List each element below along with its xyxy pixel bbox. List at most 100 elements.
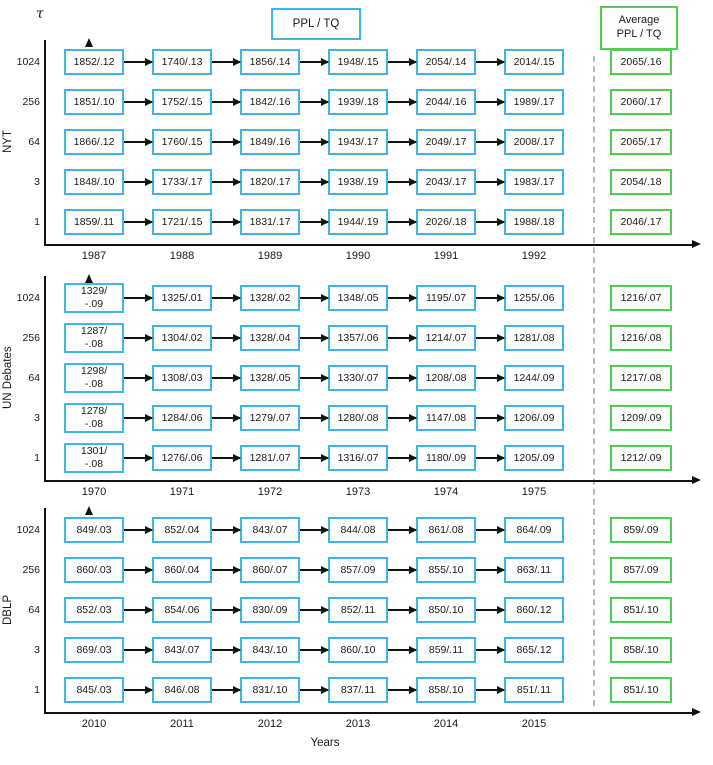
y-axis-line xyxy=(44,274,93,482)
cell: 857/.09 xyxy=(300,557,388,583)
row-cells: 1287/ -.08 1304/.02 1328/.04 1357/.06 12… xyxy=(64,323,564,353)
cell: 1298/ -.08 xyxy=(64,363,124,393)
ppl-tq-value-box: 860/.07 xyxy=(240,557,300,583)
ppl-tq-value-box: 849/.03 xyxy=(64,517,124,543)
ppl-tq-value-box: 1244/.09 xyxy=(504,365,564,391)
tau-tick-label: 3 xyxy=(34,412,40,424)
flow-arrow-icon xyxy=(124,686,153,694)
ppl-tq-value-box: 1856/.14 xyxy=(240,49,300,75)
ppl-tq-value-box: 1279/.07 xyxy=(240,405,300,431)
flow-arrow-icon xyxy=(124,526,153,534)
ppl-tq-value-box: 860/.04 xyxy=(152,557,212,583)
y-axis-line xyxy=(44,506,93,714)
flow-arrow-icon xyxy=(212,218,241,226)
flow-arrow-icon xyxy=(388,686,417,694)
flow-arrow-icon xyxy=(388,606,417,614)
ppl-tq-value-box: 1733/.17 xyxy=(152,169,212,195)
tau-tick-label: 1 xyxy=(34,684,40,696)
ppl-tq-value-box: 2026/.18 xyxy=(416,209,476,235)
flow-arrow-icon xyxy=(476,334,505,342)
rows-area: 1024 1852/.12 1740/.13 1856/.14 1948/.15… xyxy=(0,42,713,242)
x-tick-year-label: 2013 xyxy=(345,718,371,730)
cell: 837/.11 xyxy=(300,677,388,703)
y-axis-line xyxy=(44,38,93,246)
ppl-tq-value-box: 1304/.02 xyxy=(152,325,212,351)
cell: 843/.07 xyxy=(124,637,212,663)
tau-row: 64 852/.03 854/.06 830/.09 852/.11 850/.… xyxy=(0,590,713,630)
ppl-tq-value-box: 831/.10 xyxy=(240,677,300,703)
ppl-tq-value-box: 1848/.10 xyxy=(64,169,124,195)
flow-arrow-icon xyxy=(300,138,329,146)
tau-row: 256 860/.03 860/.04 860/.07 857/.09 855/… xyxy=(0,550,713,590)
cell: 830/.09 xyxy=(212,597,300,623)
cell: 2049/.17 xyxy=(388,129,476,155)
ppl-tq-value-box: 851/.11 xyxy=(504,677,564,703)
flow-arrow-icon xyxy=(212,414,241,422)
cell: 1357/.06 xyxy=(300,325,388,351)
cell: 852/.11 xyxy=(300,597,388,623)
x-tick-year-label: 1970 xyxy=(81,486,107,498)
tau-row: 256 1851/.10 1752/.15 1842/.16 1939/.18 … xyxy=(0,82,713,122)
cell: 1276/.06 xyxy=(124,445,212,471)
tau-tick-label: 1024 xyxy=(16,56,40,68)
x-axis-arrow-icon xyxy=(692,708,701,716)
average-value-box: 1216/.07 xyxy=(610,285,672,311)
flow-arrow-icon xyxy=(476,454,505,462)
x-tick-year-label: 1972 xyxy=(257,486,283,498)
flow-arrow-icon xyxy=(212,646,241,654)
cell: 1281/.08 xyxy=(476,325,564,351)
legend-ppl-tq: PPL / TQ xyxy=(271,8,361,40)
ppl-tq-value-box: 830/.09 xyxy=(240,597,300,623)
ppl-tq-value-box: 2008/.17 xyxy=(504,129,564,155)
cell: 1304/.02 xyxy=(124,325,212,351)
ppl-tq-value-box: 860/.10 xyxy=(328,637,388,663)
flow-arrow-icon xyxy=(476,138,505,146)
flow-arrow-icon xyxy=(388,414,417,422)
tau-row: 1024 1329/ -.09 1325/.01 1328/.02 1348/.… xyxy=(0,278,713,318)
row-cells: 1329/ -.09 1325/.01 1328/.02 1348/.05 11… xyxy=(64,283,564,313)
ppl-tq-value-box: 857/.09 xyxy=(328,557,388,583)
cell: 1988/.18 xyxy=(476,209,564,235)
y-axis-symbol-tau: τ xyxy=(36,6,44,22)
cell: 846/.08 xyxy=(124,677,212,703)
cell: 1856/.14 xyxy=(212,49,300,75)
ppl-tq-value-box: 1820/.17 xyxy=(240,169,300,195)
ppl-tq-value-box: 843/.10 xyxy=(240,637,300,663)
cell: 1255/.06 xyxy=(476,285,564,311)
flow-arrow-icon xyxy=(388,294,417,302)
cell: 1831/.17 xyxy=(212,209,300,235)
ppl-tq-value-box: 865/.12 xyxy=(504,637,564,663)
cell: 1281/.07 xyxy=(212,445,300,471)
row-cells: 1298/ -.08 1308/.03 1328/.05 1330/.07 12… xyxy=(64,363,564,393)
flow-arrow-icon xyxy=(476,98,505,106)
ppl-tq-value-box: 1851/.10 xyxy=(64,89,124,115)
cell: 1279/.07 xyxy=(212,405,300,431)
rows-area: 1024 849/.03 852/.04 843/.07 844/.08 861… xyxy=(0,510,713,710)
cell: 851/.11 xyxy=(476,677,564,703)
ppl-tq-value-box: 1214/.07 xyxy=(416,325,476,351)
cell: 1348/.05 xyxy=(300,285,388,311)
flow-arrow-icon xyxy=(300,686,329,694)
cell: 2026/.18 xyxy=(388,209,476,235)
tau-tick-label: 1024 xyxy=(16,292,40,304)
flow-arrow-icon xyxy=(124,606,153,614)
flow-arrow-icon xyxy=(124,98,153,106)
flow-arrow-icon xyxy=(212,566,241,574)
average-value-box: 2065/.17 xyxy=(610,129,672,155)
flow-arrow-icon xyxy=(212,138,241,146)
flow-arrow-icon xyxy=(300,58,329,66)
row-cells: 1848/.10 1733/.17 1820/.17 1938/.19 2043… xyxy=(64,169,564,195)
cell: 1328/.05 xyxy=(212,365,300,391)
cell: 1214/.07 xyxy=(388,325,476,351)
flow-arrow-icon xyxy=(300,646,329,654)
tau-row: 3 1848/.10 1733/.17 1820/.17 1938/.19 20… xyxy=(0,162,713,202)
ppl-tq-value-box: 1195/.07 xyxy=(416,285,476,311)
ppl-tq-value-box: 1147/.08 xyxy=(416,405,476,431)
cell: 1180/.09 xyxy=(388,445,476,471)
dataset-panel: NYT 1024 1852/.12 1740/.13 1856/.14 1948… xyxy=(0,34,713,266)
flow-arrow-icon xyxy=(212,686,241,694)
ppl-tq-value-box: 837/.11 xyxy=(328,677,388,703)
